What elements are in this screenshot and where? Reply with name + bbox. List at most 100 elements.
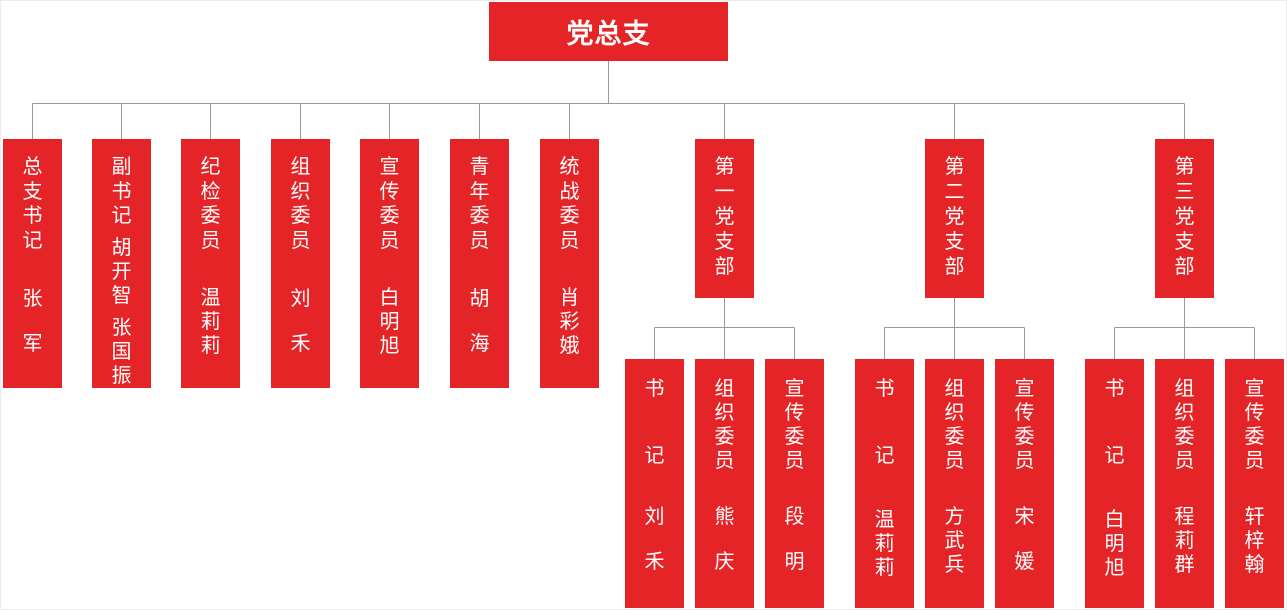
text-char: 副: [111, 154, 132, 178]
branch-member-box: 组织委员 方武兵: [925, 359, 984, 608]
text-char: 记: [874, 443, 895, 467]
text-char: 党: [1174, 204, 1195, 228]
member-name: 胡 海: [450, 286, 509, 355]
text-char: 年: [469, 178, 490, 203]
text-char: 胡: [111, 235, 132, 259]
text-char: 武: [944, 528, 965, 552]
branch-member-box: 宣传委员 轩梓翰: [1225, 359, 1284, 608]
text-char: 第: [944, 154, 965, 178]
member-title: 宣传委员: [360, 154, 419, 252]
text-char: 员: [200, 227, 221, 252]
text-char: 员: [714, 448, 735, 472]
text-char: 禾: [290, 331, 311, 355]
text-char: 员: [469, 227, 490, 252]
text-char: 纪: [200, 154, 221, 178]
text-char: 张: [111, 315, 132, 339]
text-char: 温: [874, 507, 895, 531]
member-title: 组织委员: [1155, 376, 1214, 472]
text-char: 委: [559, 203, 580, 227]
text-char: 组: [944, 376, 965, 400]
member-name: 白明旭: [360, 285, 419, 357]
text-char: 传: [1244, 400, 1265, 424]
text-char: 组: [1174, 376, 1195, 400]
branch-label: 第二党支部: [925, 154, 984, 279]
committee-member-box: 组织委员 刘 禾: [271, 139, 330, 388]
branch-member-box: 宣传委员 段 明: [765, 359, 824, 608]
committee-member-box: 副书记 胡开智 张国振: [92, 139, 151, 388]
text-char: 军: [22, 331, 43, 355]
text-char: 海: [469, 331, 490, 355]
text-char: 群: [1174, 552, 1195, 576]
member-name: 程莉群: [1155, 504, 1214, 576]
member-title: 宣传委员: [765, 376, 824, 472]
text-gap: [625, 528, 684, 549]
text-char: 织: [944, 400, 965, 424]
member-title: 副书记: [92, 154, 151, 228]
member-title: 组织委员: [925, 376, 984, 472]
text-gap: [1085, 400, 1144, 443]
text-char: 胡: [469, 286, 490, 310]
branch-box: 第三党支部: [1155, 139, 1214, 298]
member-name: 白明旭: [1085, 507, 1144, 579]
text-char: 明: [379, 309, 400, 333]
text-char: 一: [714, 179, 735, 203]
text-char: 委: [1014, 424, 1035, 448]
text-char: 员: [1014, 448, 1035, 472]
text-char: 传: [379, 178, 400, 203]
text-char: 委: [290, 203, 311, 227]
text-char: 第: [714, 154, 735, 178]
text-char: 宣: [379, 154, 400, 178]
text-char: 委: [379, 203, 400, 227]
member-name: 段 明: [765, 504, 824, 573]
text-char: 党: [714, 204, 735, 228]
text-char: 委: [714, 424, 735, 448]
text-gap: [271, 310, 330, 331]
text-char: 部: [1174, 254, 1195, 278]
text-char: 部: [944, 254, 965, 278]
text-char: 部: [714, 254, 735, 278]
branch-member-box: 组织委员 熊 庆: [695, 359, 754, 608]
text-char: 莉: [874, 555, 895, 579]
text-char: 白: [1104, 507, 1125, 531]
text-char: 张: [22, 286, 43, 310]
text-char: 翰: [1244, 552, 1265, 576]
branch-member-box: 组织委员 程莉群: [1155, 359, 1214, 608]
text-gap: [995, 528, 1054, 549]
text-gap: [855, 400, 914, 443]
text-char: 党: [944, 204, 965, 228]
text-char: 支: [944, 229, 965, 253]
text-char: 国: [111, 339, 132, 363]
text-char: 委: [1244, 424, 1265, 448]
member-title: 纪检委员: [181, 154, 240, 252]
member-name: 肖彩娥: [540, 285, 599, 357]
text-char: 莉: [1174, 528, 1195, 552]
branch-label: 第一党支部: [695, 154, 754, 279]
text-char: 统: [559, 154, 580, 178]
text-char: 莉: [874, 531, 895, 555]
branch-member-box: 书 记 白明旭: [1085, 359, 1144, 608]
text-char: 书: [1104, 376, 1125, 400]
text-char: 记: [1104, 443, 1125, 467]
member-name: 轩梓翰: [1225, 504, 1284, 576]
text-char: 旭: [1104, 555, 1125, 579]
text-char: 肖: [559, 285, 580, 309]
text-char: 检: [200, 178, 221, 203]
text-char: 支: [1174, 229, 1195, 253]
member-name: 张 军: [3, 286, 62, 355]
committee-member-box: 纪检委员 温莉莉: [181, 139, 240, 388]
text-char: 熊: [714, 504, 735, 528]
text-char: 组: [290, 154, 311, 178]
text-char: 宣: [1014, 376, 1035, 400]
text-char: 禾: [644, 549, 665, 573]
text-char: 委: [944, 424, 965, 448]
text-char: 二: [944, 179, 965, 203]
text-char: 旭: [379, 333, 400, 357]
text-char: 委: [784, 424, 805, 448]
text-char: 媛: [1014, 549, 1035, 573]
text-char: 总: [22, 154, 43, 178]
text-char: 明: [1104, 531, 1125, 555]
text-char: 记: [22, 227, 43, 252]
text-char: 温: [200, 285, 221, 309]
branch-box: 第二党支部: [925, 139, 984, 298]
